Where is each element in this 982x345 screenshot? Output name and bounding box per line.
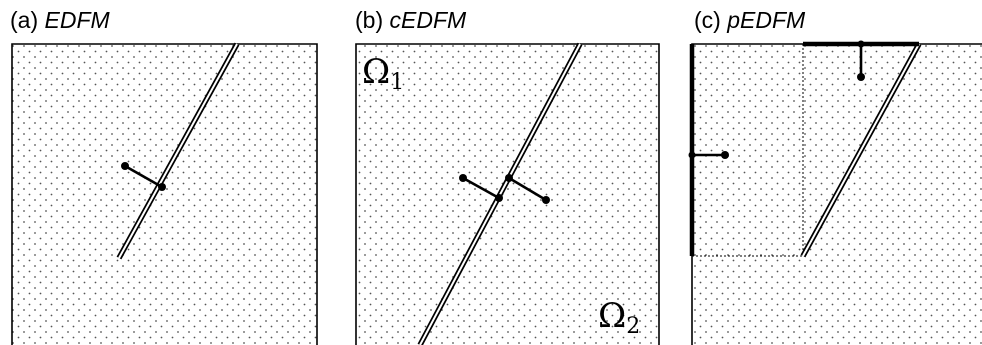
omega-1-symbol: Ω: [362, 52, 391, 92]
panel-b-connection-1: [462, 176, 500, 200]
panel-c-node-top-edge: [857, 40, 865, 48]
omega-2-symbol: Ω: [598, 296, 627, 336]
omega-1-label: Ω1: [362, 54, 404, 101]
panel-c-diagram: [688, 40, 982, 345]
panel-a-name: EDFM: [44, 7, 110, 33]
panel-c-fracture: [800, 42, 922, 258]
panel-b-prefix: (b): [355, 7, 384, 33]
panel-b-diagram: [355, 42, 660, 345]
panel-a-matrix: [12, 44, 317, 345]
omega-1-subscript: 1: [390, 70, 405, 95]
panel-a-matrix-node: [121, 162, 129, 170]
panel-b-frame: [355, 43, 660, 345]
panel-b-connection-2: [508, 176, 547, 202]
panel-b-matrix: [356, 44, 659, 345]
panel-a-diagram: [11, 42, 318, 345]
panel-b-name: cEDFM: [389, 7, 467, 33]
panel-b-node-4: [542, 196, 550, 204]
panel-c-node-left-edge: [688, 151, 696, 159]
panel-a-label: (a) EDFM: [10, 6, 110, 34]
panel-c-node-left: [721, 151, 729, 159]
panel-c-cell-outline: [692, 44, 804, 257]
panel-c-name: pEDFM: [727, 7, 806, 33]
panel-c-node-top: [857, 73, 865, 81]
panel-b-node-2: [495, 194, 503, 202]
panel-c-prefix: (c): [694, 7, 721, 33]
panel-b-node-1: [459, 174, 467, 182]
omega-2-label: Ω2: [598, 298, 640, 345]
panel-a-prefix: (a): [10, 7, 39, 33]
panel-b-label: (b) cEDFM: [355, 6, 466, 34]
panel-c-label: (c) pEDFM: [694, 6, 805, 34]
omega-2-subscript: 2: [626, 314, 641, 339]
panel-a-frame: [11, 43, 318, 345]
panel-a-connection: [124, 164, 163, 189]
panel-a-fracture-node: [158, 183, 166, 191]
panel-a-fracture: [116, 42, 240, 260]
panel-b-node-3: [505, 174, 513, 182]
